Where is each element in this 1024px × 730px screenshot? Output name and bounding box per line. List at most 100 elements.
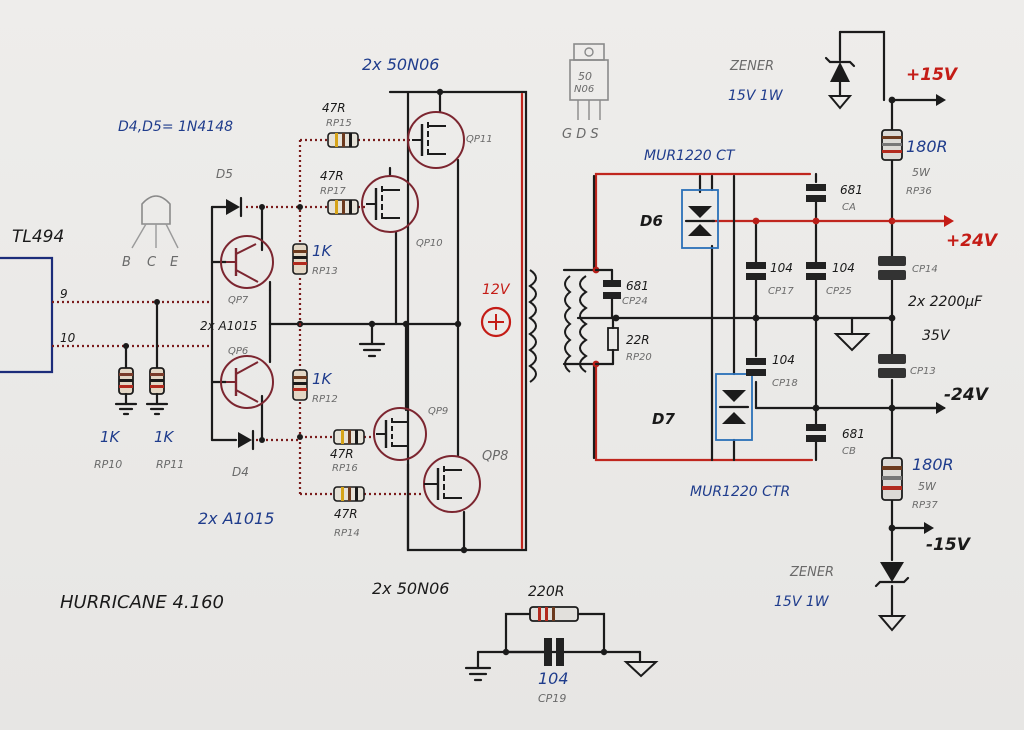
zener-top-symbol xyxy=(824,30,886,110)
rp16-ref: RP16 xyxy=(332,463,358,474)
cp14-label: CP14 xyxy=(912,264,938,275)
resistor-rp14 xyxy=(333,486,365,502)
ground-symbol-secondary xyxy=(833,316,871,352)
rp11-ref: RP11 xyxy=(156,458,184,471)
driver-wiring xyxy=(210,204,462,443)
cap-pair-voltage: 35V xyxy=(922,328,951,344)
mosfet-pinout-label: G D S xyxy=(562,127,599,142)
tl494-label: TL494 xyxy=(12,227,64,247)
d7-label: D7 xyxy=(652,410,675,428)
mosfet-qp8 xyxy=(423,455,481,513)
sheet-title: HURRICANE 4.160 xyxy=(60,592,224,613)
capacitor-cb xyxy=(806,424,826,442)
rp12-value: 1K xyxy=(312,370,333,388)
transistor-pair-mid-label: 2x A1015 xyxy=(200,319,257,333)
resistor-rp15 xyxy=(327,132,359,148)
mosfet-bridge-wiring xyxy=(388,88,528,554)
mur-bottom-label: MUR1220 CTR xyxy=(690,484,790,500)
rp14-ref: RP14 xyxy=(334,528,360,539)
rp36-ref: RP36 xyxy=(906,186,932,197)
resistor-rp37 xyxy=(881,457,903,501)
mosfet-qp11 xyxy=(407,111,465,169)
diode-d5 xyxy=(226,196,243,218)
rp14-value: 47R xyxy=(334,507,358,521)
snubber-cap-value: 104 xyxy=(538,669,569,688)
rp36-power: 5W xyxy=(912,166,931,179)
transistor-qp6 xyxy=(220,355,274,409)
pin-10-label: 10 xyxy=(60,331,76,345)
diode-d7 xyxy=(715,373,753,441)
rail-minus24-label: -24V xyxy=(944,385,990,405)
transistor-pinout-sketch xyxy=(131,195,179,249)
resistor-rp36 xyxy=(881,129,903,161)
capacitor-cp18 xyxy=(746,358,766,376)
zener-top-rating: 15V 1W xyxy=(728,88,784,104)
rp10-value: 1K xyxy=(100,428,121,446)
snubber-resistor-value: 220R xyxy=(528,584,564,600)
d6-label: D6 xyxy=(640,212,663,230)
resistor-rp10 xyxy=(114,367,138,416)
snubber-network xyxy=(464,606,659,682)
d4-label: D4 xyxy=(232,465,249,479)
pin-9-label: 9 xyxy=(60,287,68,301)
mosfet-body-label-1: 50 xyxy=(578,70,592,83)
mur-top-label: MUR1220 CT xyxy=(644,148,736,164)
supply-12v-label: 12V xyxy=(482,282,511,298)
diode-d6 xyxy=(681,189,719,249)
cb-value: 681 xyxy=(842,427,865,441)
diode-note: D4,D5= 1N4148 xyxy=(118,119,233,135)
mosfet-pair-bottom-label: 2x 50N06 xyxy=(372,579,449,598)
rp36-value: 180R xyxy=(906,137,948,156)
qp7-label: QP7 xyxy=(228,295,249,306)
zener-top-label: ZENER xyxy=(729,59,774,74)
zener-bottom-label: ZENER xyxy=(789,565,834,580)
mosfet-package-sketch xyxy=(569,43,609,120)
capacitor-cp14 xyxy=(878,256,906,280)
qp8-label: QP8 xyxy=(482,449,508,464)
capacitor-cp17 xyxy=(746,262,766,280)
supply-12v-symbol xyxy=(480,306,512,338)
cp17-value: 104 xyxy=(770,261,793,275)
rp20-value: 22R xyxy=(626,333,650,347)
cp18-value: 104 xyxy=(772,353,795,367)
mosfet-body-label-2: N06 xyxy=(574,84,594,95)
rp20-ref: RP20 xyxy=(626,352,652,363)
mosfet-pair-top-label: 2x 50N06 xyxy=(362,55,439,74)
rail-plus24-label: +24V xyxy=(946,231,999,251)
cp17-ref: CP17 xyxy=(768,286,794,297)
transistor-pair-bottom-label: 2x A1015 xyxy=(198,509,274,528)
qp11-label: QP11 xyxy=(466,134,493,145)
rp10-ref: RP10 xyxy=(94,458,122,471)
transistor-qp7 xyxy=(220,235,274,289)
rp37-ref: RP37 xyxy=(912,500,938,511)
cp18-ref: CP18 xyxy=(772,378,798,389)
ca-value: 681 xyxy=(840,183,863,197)
rp15-ref: RP15 xyxy=(326,118,352,129)
qp6-label: QP6 xyxy=(228,346,248,357)
rp16-value: 47R xyxy=(330,447,354,461)
cp24-value: 681 xyxy=(626,279,649,293)
rp17-value: 47R xyxy=(320,169,344,183)
resistor-rp16 xyxy=(333,429,365,445)
diode-d4 xyxy=(238,429,255,451)
cp25-value: 104 xyxy=(832,261,855,275)
rp13-value: 1K xyxy=(312,242,333,260)
resistor-rp13 xyxy=(292,243,308,275)
ground-symbol-mid xyxy=(358,322,386,358)
resistor-rp12 xyxy=(292,369,308,401)
mosfet-qp10 xyxy=(361,175,419,233)
rp11-value: 1K xyxy=(154,428,175,446)
qp10-label: QP10 xyxy=(416,238,443,249)
zener-bottom-rating: 15V 1W xyxy=(774,594,830,610)
gate-network-wiring xyxy=(297,138,424,496)
rp13-ref: RP13 xyxy=(312,266,338,277)
cap-pair-value: 2x 2200μF xyxy=(908,294,983,310)
pin-b-label: B xyxy=(122,255,131,270)
rail-plus15-label: +15V xyxy=(906,65,959,85)
rail-arrows xyxy=(890,94,954,534)
resistor-rp11 xyxy=(145,367,169,416)
capacitor-ca xyxy=(806,184,826,202)
rp15-value: 47R xyxy=(322,101,346,115)
zener-bottom-symbol xyxy=(874,562,910,632)
